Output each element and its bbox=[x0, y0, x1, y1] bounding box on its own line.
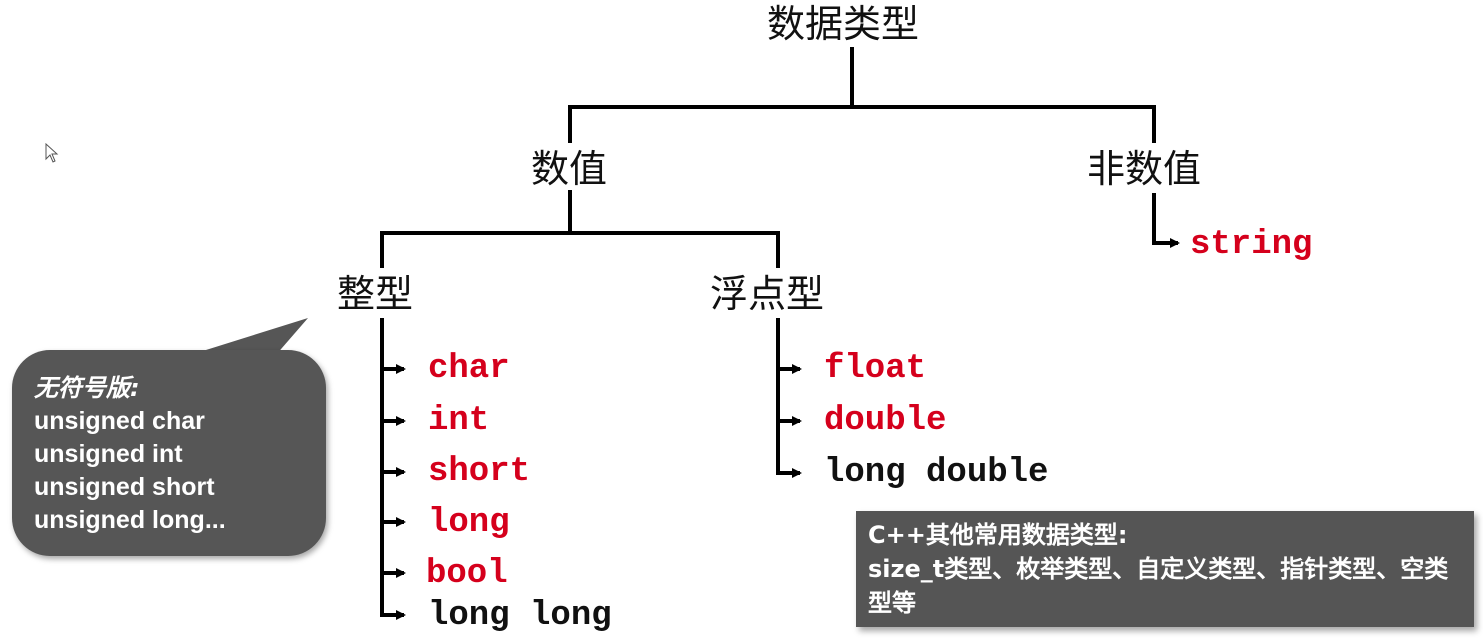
leaf-long-long: long long bbox=[428, 597, 612, 635]
unsigned-item: unsigned char bbox=[34, 407, 205, 435]
node-non-numeric: 非数值 bbox=[1087, 147, 1202, 191]
node-data-types: 数据类型 bbox=[767, 2, 920, 46]
leaf-bool: bool bbox=[426, 555, 508, 593]
leaf-float: float bbox=[824, 350, 927, 388]
leaf-long-double: long double bbox=[824, 454, 1049, 492]
node-numeric: 数值 bbox=[531, 147, 608, 191]
node-floating: 浮点型 bbox=[710, 272, 825, 316]
leaf-short: short bbox=[428, 453, 531, 491]
unsigned-item: unsigned short bbox=[34, 473, 215, 501]
node-integer: 整型 bbox=[337, 272, 414, 316]
other-types-body: size_t类型、枚举类型、自定义类型、指针类型、空类型等 bbox=[868, 555, 1449, 617]
leaf-long: long bbox=[428, 504, 510, 542]
unsigned-callout-text: 无符号版: unsigned char unsigned int unsigne… bbox=[34, 372, 226, 537]
unsigned-item: unsigned int bbox=[34, 440, 183, 468]
other-types-note-text: C++其他常用数据类型: size_t类型、枚举类型、自定义类型、指针类型、空类… bbox=[868, 518, 1468, 620]
leaf-string: string bbox=[1190, 226, 1313, 264]
leaf-char: char bbox=[428, 350, 510, 388]
other-types-title: C++其他常用数据类型: bbox=[868, 521, 1128, 549]
leaf-int: int bbox=[428, 402, 490, 440]
leaf-double: double bbox=[824, 402, 947, 440]
unsigned-item: unsigned long... bbox=[34, 506, 226, 534]
unsigned-callout bbox=[12, 350, 326, 556]
unsigned-callout-title: 无符号版: bbox=[34, 374, 140, 402]
mouse-cursor-icon bbox=[45, 143, 59, 163]
other-types-note bbox=[856, 511, 1474, 627]
